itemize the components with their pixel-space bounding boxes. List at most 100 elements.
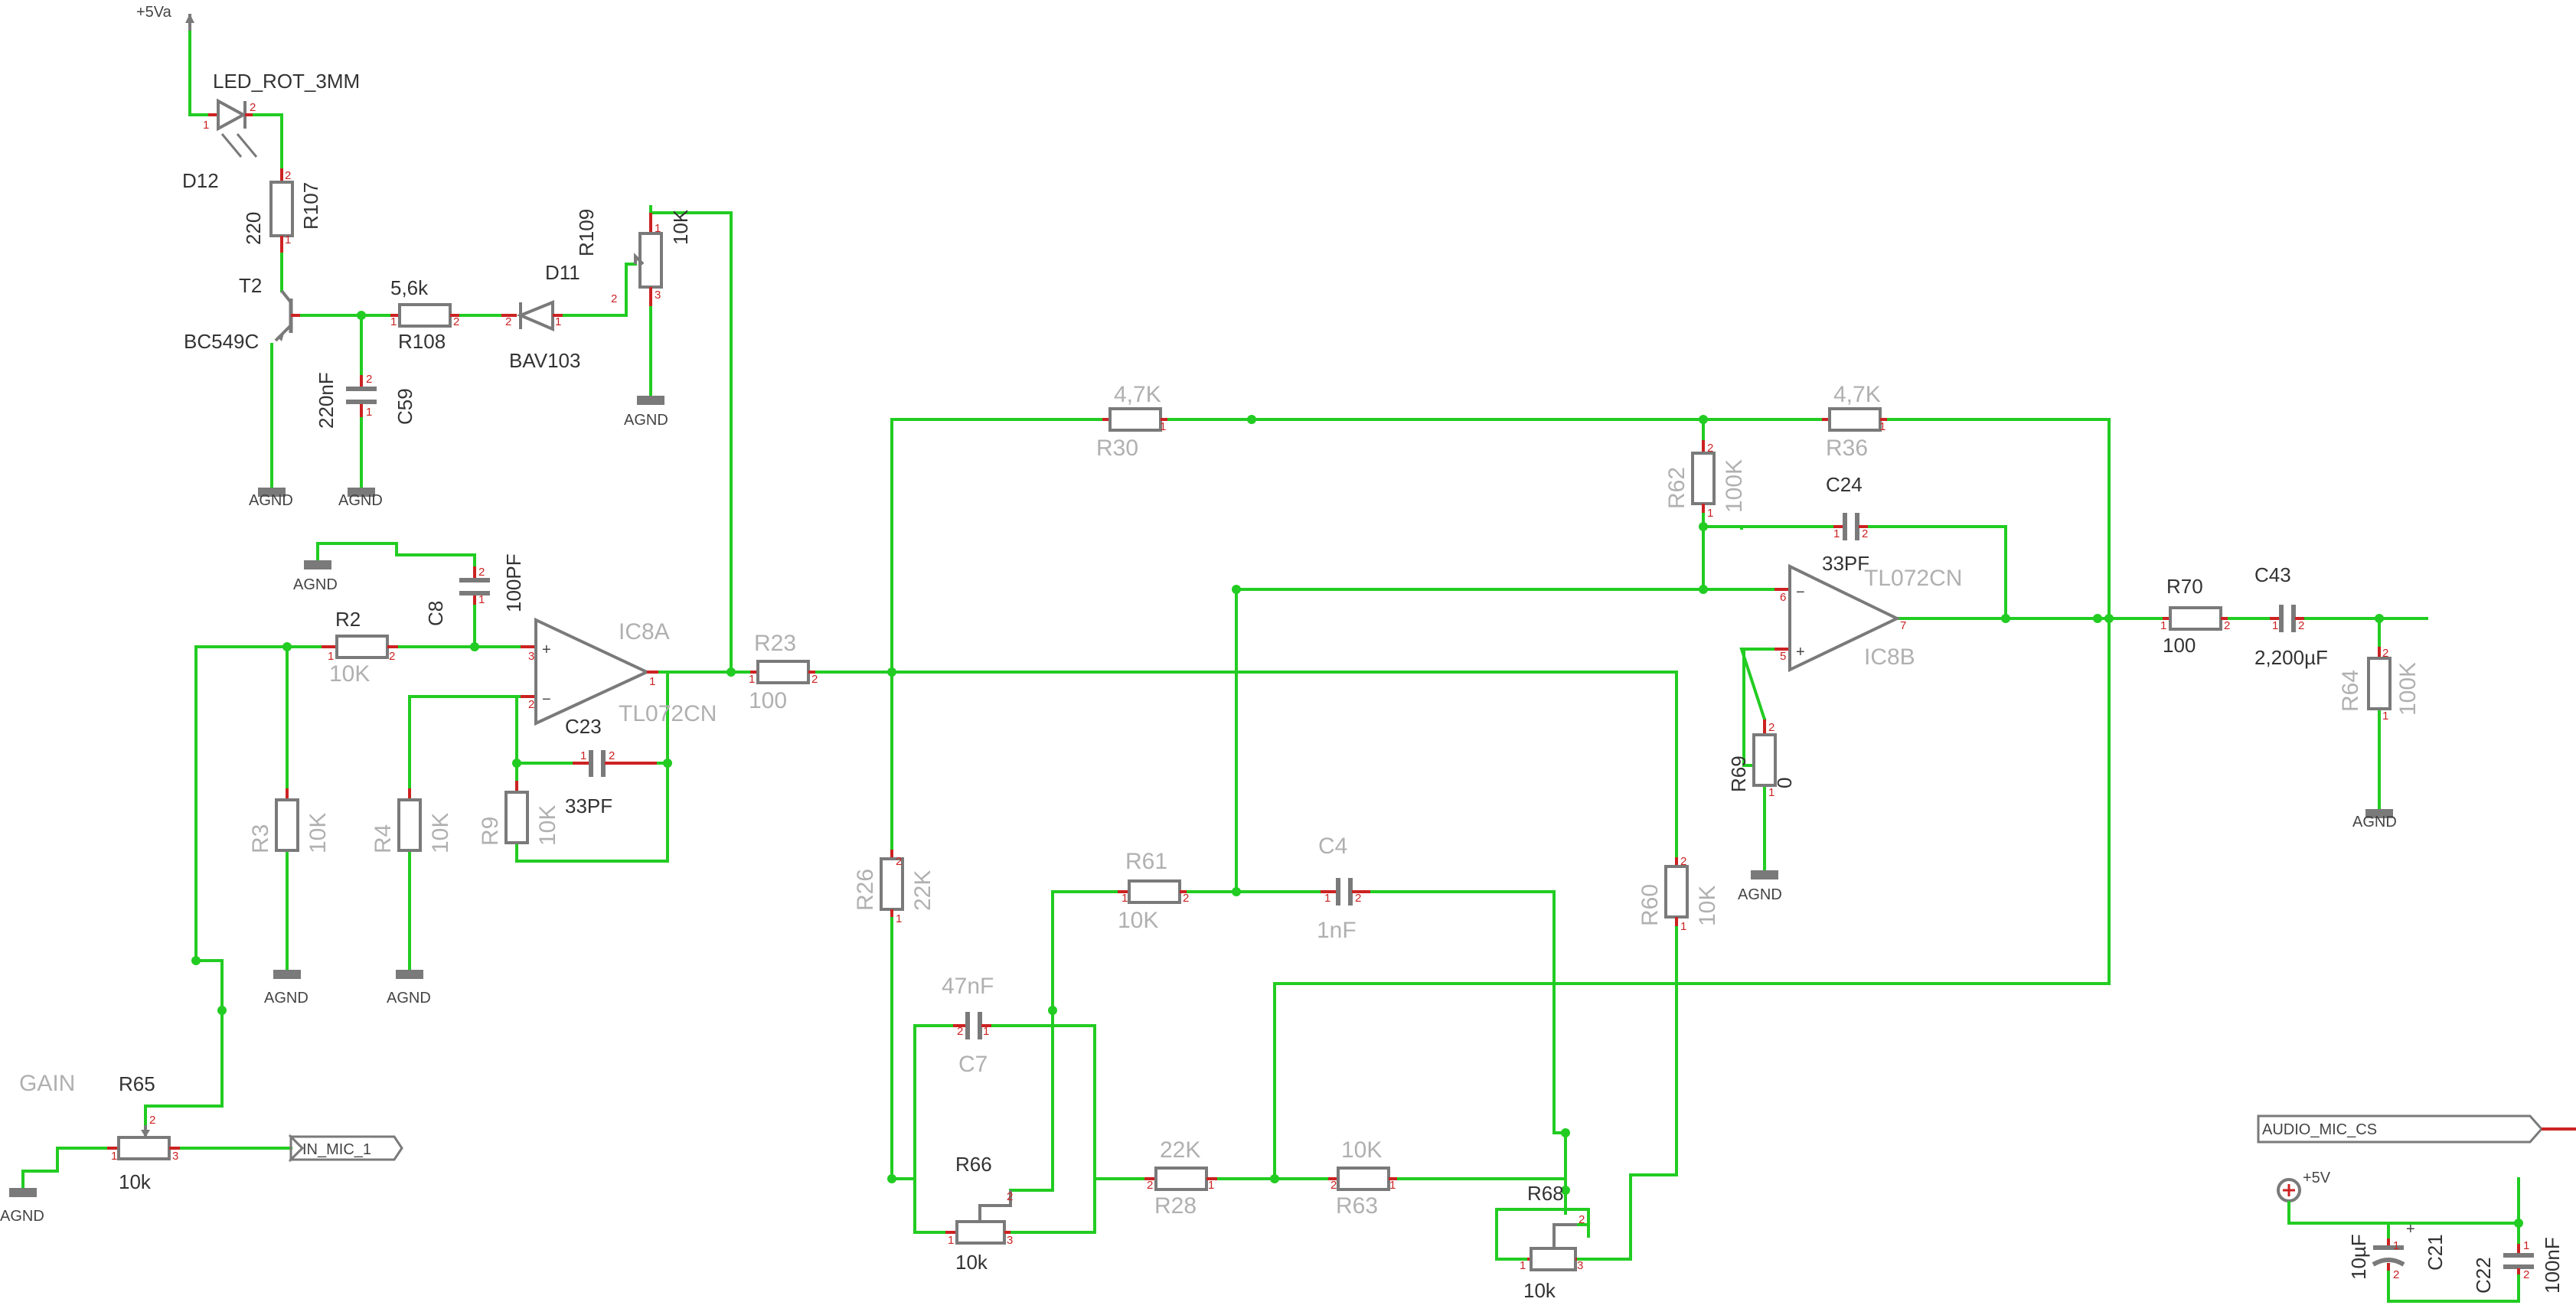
- svg-text:2: 2: [2224, 619, 2230, 632]
- agnd-label-r109: AGND: [624, 412, 668, 429]
- r60-name: R60: [1637, 884, 1663, 926]
- svg-text:2: 2: [1183, 892, 1189, 905]
- r2-name: R2: [335, 608, 361, 631]
- svg-text:2: 2: [2393, 1268, 2399, 1281]
- c43-name: C43: [2254, 563, 2291, 586]
- c8-value: 100PF: [502, 553, 525, 612]
- junctions: [191, 311, 2523, 1228]
- agnd-label-t2: AGND: [249, 492, 293, 509]
- svg-text:6: 6: [1780, 591, 1786, 604]
- d12-value: LED_ROT_3MM: [213, 70, 360, 93]
- svg-text:2: 2: [1147, 1179, 1153, 1192]
- svg-text:1: 1: [1324, 892, 1330, 905]
- svg-text:+: +: [1796, 644, 1805, 661]
- svg-text:1: 1: [1208, 1179, 1214, 1192]
- r64-name: R64: [2338, 670, 2363, 712]
- ic8b-value: TL072CN: [1864, 566, 1962, 591]
- svg-text:1: 1: [649, 675, 655, 688]
- r68-name: R68: [1527, 1182, 1564, 1205]
- r36-name: R36: [1826, 436, 1868, 461]
- agnd-label-c59: AGND: [338, 492, 383, 509]
- svg-text:2: 2: [1707, 442, 1713, 455]
- c24-name: C24: [1826, 473, 1863, 496]
- capacitor-c7: 47nF C7: [942, 974, 994, 1077]
- c23-value: 33PF: [565, 795, 612, 817]
- svg-text:1: 1: [2523, 1239, 2529, 1252]
- d12-name: D12: [182, 169, 219, 192]
- r26-value: 22K: [910, 870, 935, 911]
- svg-text:7: 7: [1900, 619, 1906, 632]
- gain-label: GAIN: [19, 1071, 75, 1096]
- r36-value: 4,7K: [1833, 382, 1881, 407]
- svg-text:2: 2: [1355, 892, 1361, 905]
- led-d12: LED_ROT_3MM D12: [182, 70, 360, 192]
- capacitor-c59: 220nF C59: [315, 372, 416, 429]
- svg-text:2: 2: [1862, 527, 1868, 540]
- svg-text:1: 1: [285, 233, 291, 246]
- capacitor-c21: + 10µF C21: [2347, 1221, 2447, 1280]
- svg-text:2: 2: [478, 566, 485, 579]
- r23-name: R23: [754, 631, 796, 656]
- r66-value: 10k: [955, 1251, 988, 1274]
- resistor-r36: 4,7K R36: [1822, 382, 1887, 461]
- svg-text:1: 1: [1389, 1179, 1396, 1192]
- ic8b-name: IC8B: [1864, 644, 1915, 670]
- c24-value: 33PF: [1822, 552, 1869, 575]
- svg-text:2: 2: [528, 698, 534, 711]
- resistor-r4: R4 10K: [371, 788, 453, 853]
- transistor-t2: T2 BC549C: [184, 274, 300, 353]
- c7-name: C7: [958, 1052, 988, 1077]
- svg-text:2: 2: [1768, 721, 1774, 734]
- agnd-label-r65: AGND: [0, 1208, 44, 1225]
- t2-name: T2: [239, 274, 262, 297]
- plus5v-label: +5V: [2303, 1170, 2331, 1186]
- svg-text:1: 1: [896, 912, 902, 925]
- svg-text:1: 1: [328, 650, 334, 663]
- svg-text:2: 2: [149, 1114, 155, 1127]
- svg-text:1: 1: [655, 222, 661, 235]
- r108-value: 5,6k: [390, 276, 429, 299]
- c4-name: C4: [1318, 834, 1347, 859]
- svg-text:2: 2: [811, 673, 818, 686]
- svg-text:1: 1: [2382, 710, 2388, 723]
- resistor-r107: 220 R107: [242, 168, 322, 253]
- svg-text:3: 3: [655, 289, 661, 302]
- svg-text:2: 2: [1330, 1179, 1337, 1192]
- t2-value: BC549C: [184, 330, 259, 353]
- r64-value: 100K: [2395, 662, 2421, 716]
- r3-value: 10K: [305, 813, 331, 853]
- svg-text:1: 1: [555, 315, 561, 328]
- plus5v-supply: +5V: [2277, 1170, 2331, 1223]
- resistor-r30: 4,7K R30: [1096, 382, 1167, 461]
- resistor-r26: R26 22K: [853, 850, 935, 917]
- c23-name: C23: [565, 715, 602, 738]
- plus5va-supply: +5Va: [136, 4, 194, 31]
- capacitor-c43: C43 2,200µF: [2254, 563, 2328, 669]
- svg-text:1: 1: [390, 315, 397, 328]
- capacitor-c4: C4 1nF: [1317, 834, 1370, 943]
- agnd-label-r69: AGND: [1738, 886, 1782, 903]
- svg-text:−: −: [1796, 584, 1805, 601]
- svg-text:2: 2: [896, 855, 902, 868]
- svg-text:1: 1: [366, 406, 372, 419]
- svg-text:1: 1: [1160, 420, 1166, 433]
- r70-value: 100: [2163, 634, 2196, 657]
- d11-name: D11: [545, 261, 580, 284]
- r2-value: 10K: [329, 661, 370, 687]
- svg-text:1: 1: [2393, 1239, 2399, 1252]
- r107-value: 220: [242, 212, 265, 245]
- r9-name: R9: [478, 817, 503, 846]
- resistor-r61: R61 10K: [1118, 849, 1187, 933]
- svg-text:2: 2: [366, 373, 372, 386]
- resistor-r108: 5,6k R108: [390, 276, 459, 353]
- r61-value: 10K: [1118, 908, 1158, 933]
- resistor-r69: R69 0: [1727, 719, 1796, 792]
- opamp-ic8a: + − IC8A TL072CN: [521, 617, 717, 726]
- resistor-r70: R70 100: [2163, 575, 2228, 657]
- r66-name: R66: [955, 1153, 992, 1176]
- in-mic-label: IN_MIC_1: [302, 1141, 371, 1158]
- r108-name: R108: [398, 330, 446, 353]
- r30-name: R30: [1096, 436, 1138, 461]
- resistor-r62: R62 100K: [1664, 440, 1747, 513]
